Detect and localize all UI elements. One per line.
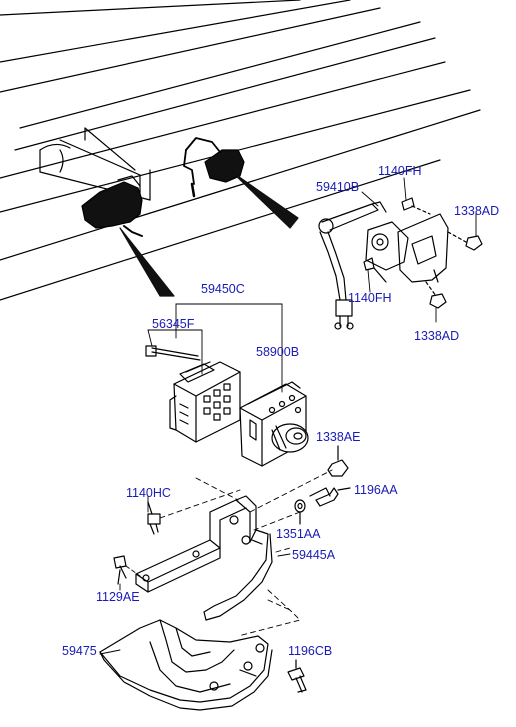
bolt-1196cb bbox=[287, 659, 307, 693]
label-1129ae[interactable]: 1129AE bbox=[96, 590, 140, 604]
label-59445a[interactable]: 59445A bbox=[292, 548, 336, 562]
nut-1338ae bbox=[327, 445, 349, 477]
label-59450c[interactable]: 59450C bbox=[201, 282, 245, 296]
vehicle-frame bbox=[0, 0, 481, 301]
label-58900b[interactable]: 58900B bbox=[256, 345, 300, 359]
label-1338ad-bottom[interactable]: 1338AD bbox=[414, 329, 460, 343]
bolt-56345f bbox=[145, 345, 201, 361]
frame-sensor-right bbox=[183, 137, 299, 229]
frame-sensor-left bbox=[81, 175, 175, 297]
bolt-1140hc bbox=[147, 489, 241, 535]
alignment-lines bbox=[195, 469, 333, 637]
hydraulic-unit bbox=[239, 381, 309, 467]
leaders-lower bbox=[99, 495, 291, 655]
label-59475[interactable]: 59475 bbox=[62, 644, 97, 658]
label-1196aa[interactable]: 1196AA bbox=[354, 483, 398, 497]
label-1338ad-top[interactable]: 1338AD bbox=[454, 204, 500, 218]
leaders-center bbox=[147, 303, 283, 393]
skid-plate bbox=[99, 619, 273, 711]
label-1140fh-top[interactable]: 1140FH bbox=[378, 164, 422, 178]
label-1140fh-mid[interactable]: 1140FH bbox=[348, 291, 392, 305]
bolt-1196aa bbox=[309, 487, 351, 507]
label-1196cb[interactable]: 1196CB bbox=[288, 644, 333, 658]
label-1351aa[interactable]: 1351AA bbox=[276, 527, 321, 541]
mounting-bracket bbox=[135, 495, 273, 621]
label-1140hc[interactable]: 1140HC bbox=[126, 486, 171, 500]
label-59410b[interactable]: 59410B bbox=[316, 180, 360, 194]
hecu-module bbox=[169, 361, 241, 443]
leaders-right bbox=[361, 177, 477, 323]
label-1338ae[interactable]: 1338AE bbox=[316, 430, 361, 444]
bolt-1129ae bbox=[113, 555, 141, 585]
label-56345f[interactable]: 56345F bbox=[152, 317, 195, 331]
